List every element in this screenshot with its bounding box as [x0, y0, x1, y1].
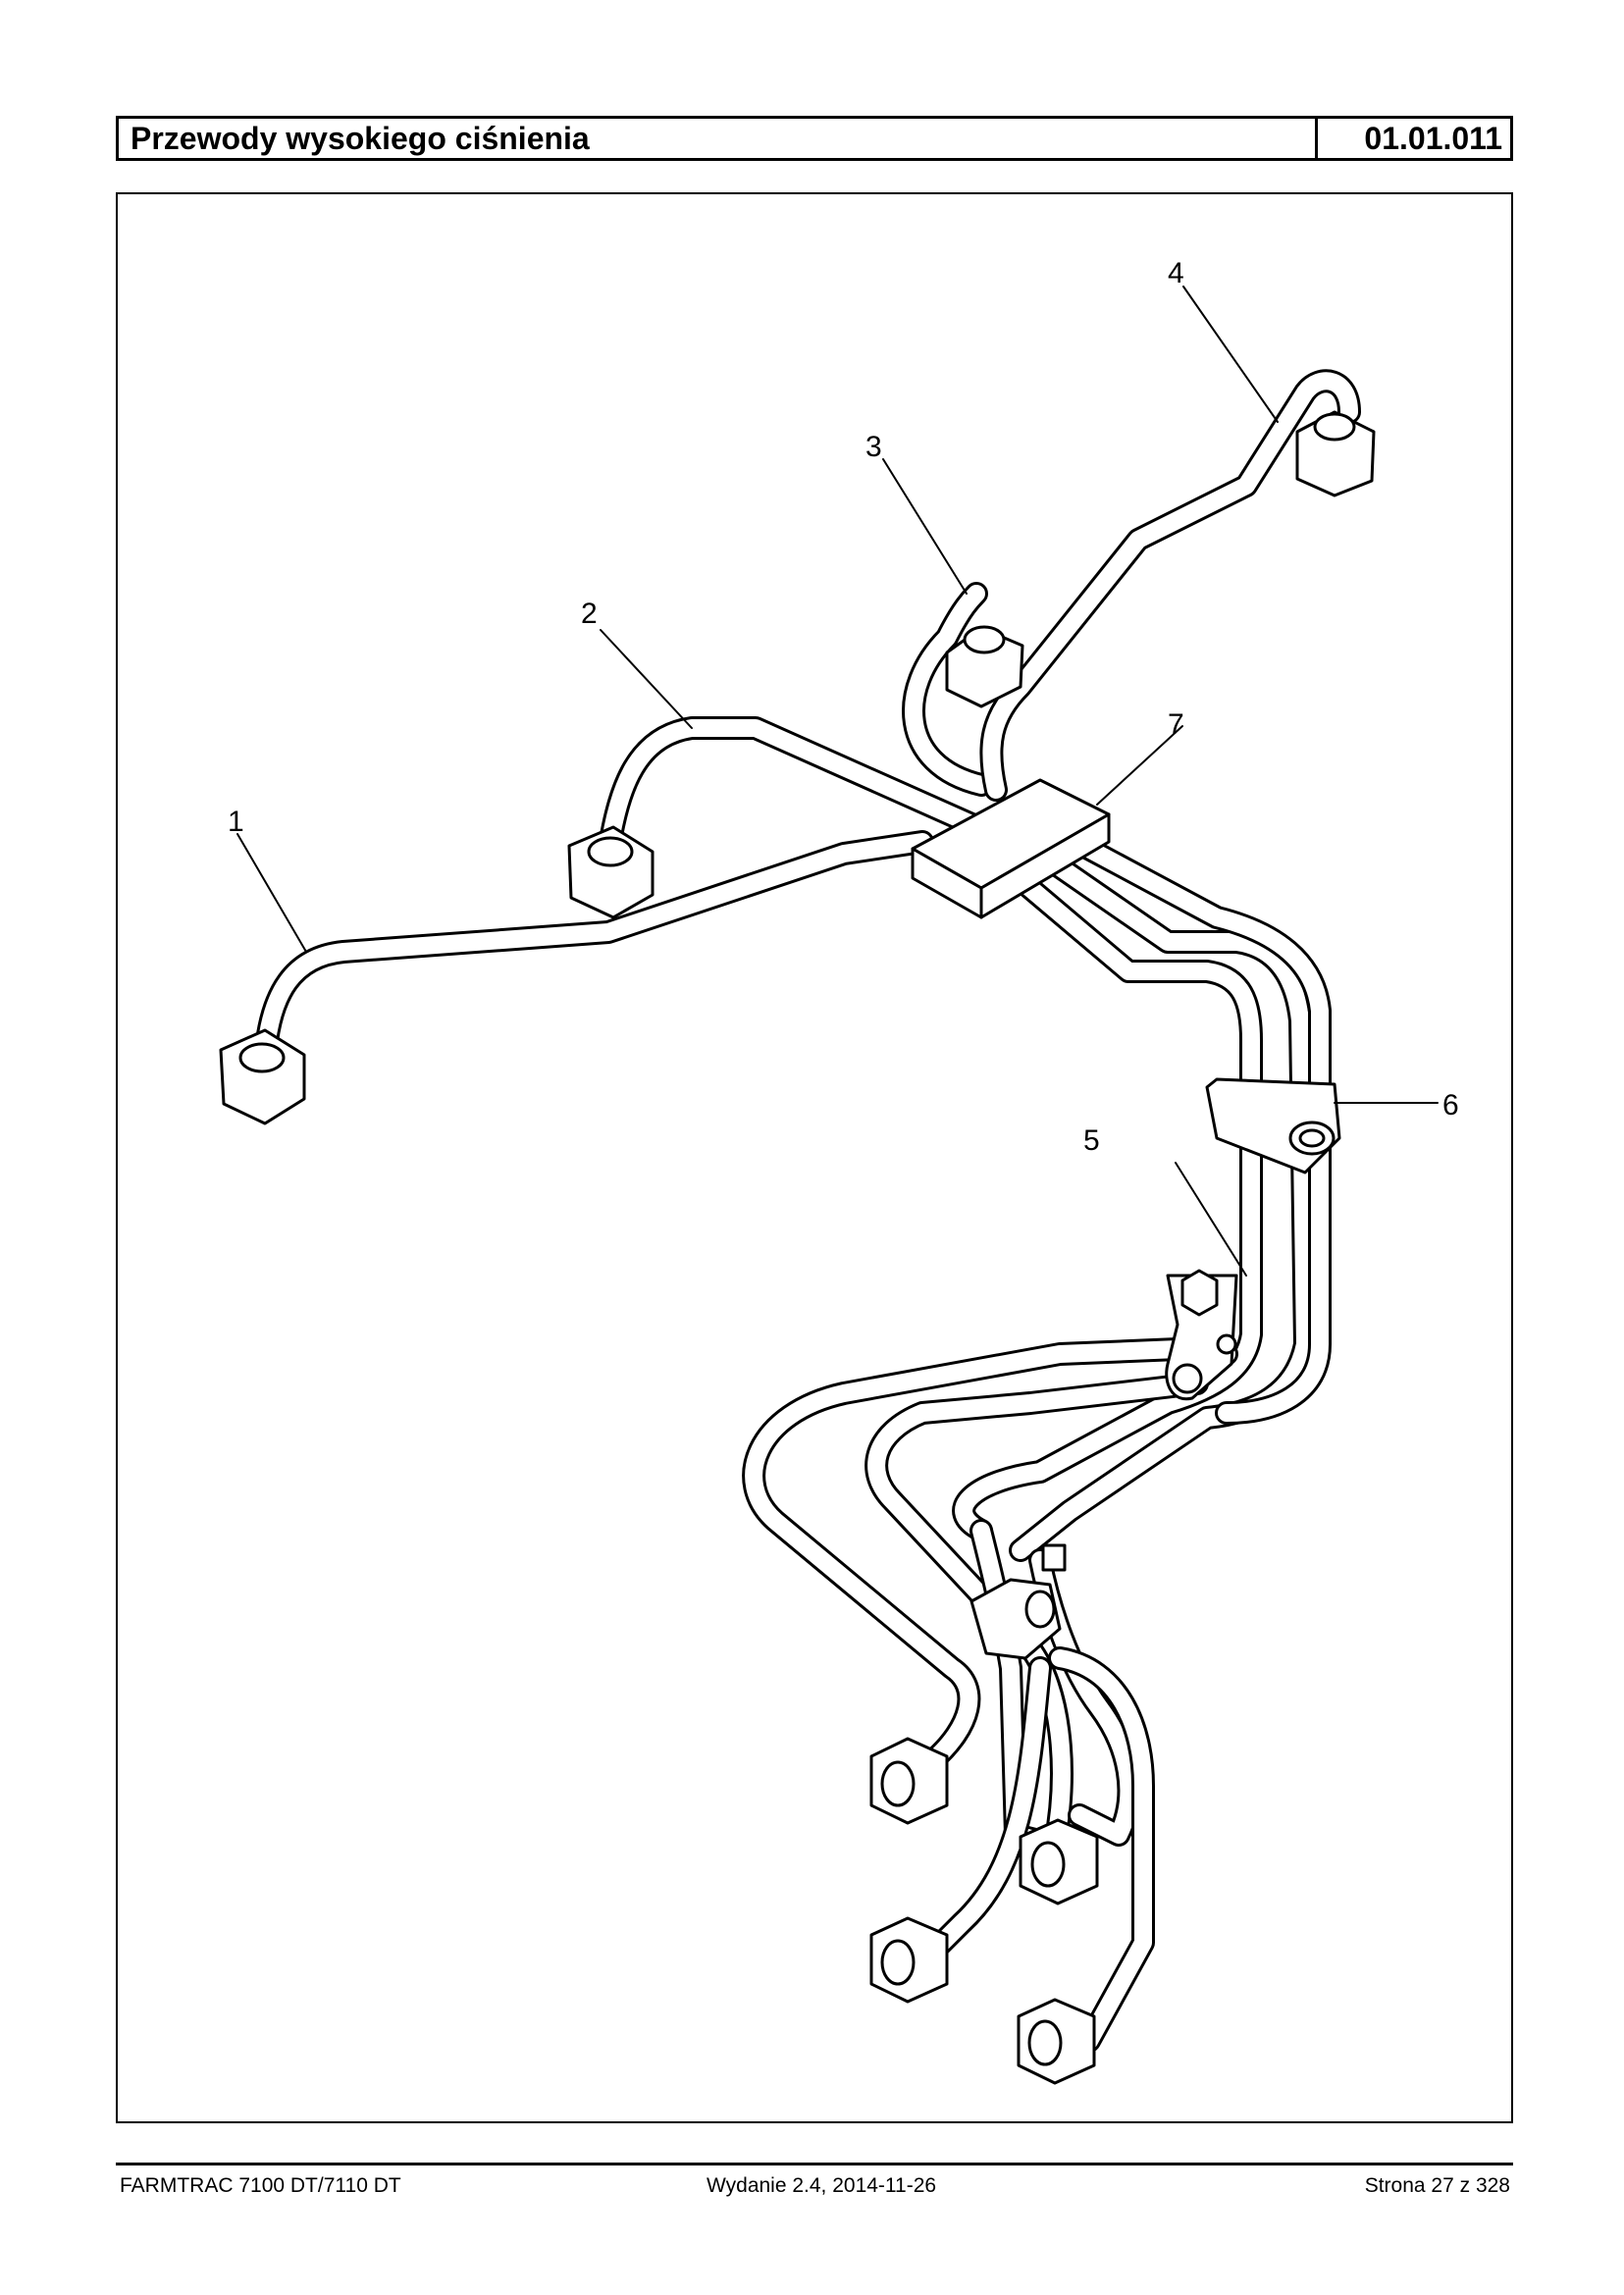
callout-4: 4 [1168, 257, 1184, 289]
nut-lower-b [1019, 1818, 1099, 1905]
section-code: 01.01.011 [1364, 121, 1502, 156]
pipe-1 [253, 830, 934, 1071]
callout-2: 2 [581, 598, 598, 630]
callout-1: 1 [228, 806, 244, 838]
page-title: Przewody wysokiego ciśnienia [119, 119, 1318, 158]
callout-7: 7 [1168, 708, 1184, 741]
footer-page-number: Strona 27 z 328 [1364, 2174, 1510, 2197]
nut-lower-c [869, 1916, 949, 2004]
callout-3: 3 [865, 431, 882, 463]
nut-pipe-2 [567, 825, 655, 919]
bracket-5 [1165, 1269, 1238, 1401]
footer-edition: Wydanie 2.4, 2014-11-26 [707, 2174, 937, 2197]
callout-6: 6 [1442, 1089, 1459, 1121]
footer-model: FARMTRAC 7100 DT/7110 DT [120, 2174, 401, 2197]
pipe-3 [902, 582, 993, 797]
nut-pipe-4 [1295, 410, 1376, 497]
footer-rule [116, 2163, 1513, 2165]
clamp-6 [1205, 1077, 1341, 1174]
lower-clamp [969, 1543, 1067, 1660]
pipes-diagram: 1 2 3 4 5 6 7 [219, 257, 1459, 2085]
diagram-frame: 1 2 3 4 5 6 7 [116, 192, 1513, 2123]
page-header: Przewody wysokiego ciśnienia 01.01.011 [116, 116, 1513, 161]
clamp-block-7 [911, 778, 1111, 919]
nut-lower-a [869, 1737, 949, 1825]
nut-pipe-3 [945, 625, 1024, 708]
nut-lower-d [1017, 1998, 1096, 2085]
pipe-4 [979, 369, 1361, 802]
callout-5: 5 [1083, 1124, 1100, 1157]
nut-pipe-1 [219, 1028, 306, 1125]
leader-lines [236, 286, 1439, 1277]
